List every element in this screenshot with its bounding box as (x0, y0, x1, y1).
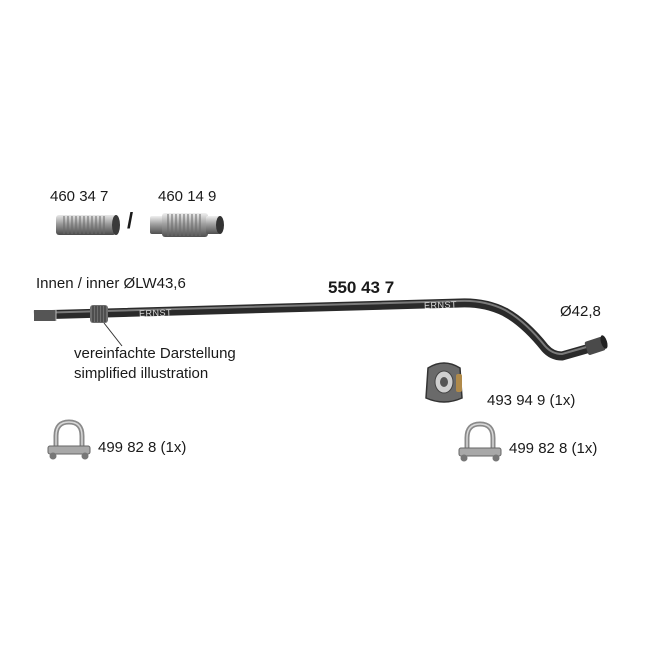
flex-pipe-a-image (56, 215, 120, 235)
brand-mark-right: ERNST (423, 299, 458, 311)
flex-pipe-b-image (150, 213, 224, 237)
left-clamp-part-number: 499 82 8 (1x) (98, 439, 187, 456)
note-english: simplified illustration (74, 365, 209, 382)
outer-diameter-label: Ø42,8 (560, 303, 601, 320)
right-clamp-image (458, 421, 502, 462)
main-pipe-part-number: 550 43 7 (328, 278, 395, 297)
hanger-part-number: 493 94 9 (1x) (487, 392, 576, 409)
rubber-hanger-image (425, 362, 463, 403)
main-pipe-image (33, 298, 608, 361)
left-clamp-image (47, 419, 91, 460)
flex-a-part-number: 460 34 7 (50, 188, 109, 205)
right-clamp-part-number: 499 82 8 (1x) (509, 440, 598, 457)
inner-diameter-label: Innen / inner ØLW43,6 (36, 275, 186, 292)
flex-b-part-number: 460 14 9 (158, 188, 217, 205)
part-separator: / (127, 208, 134, 233)
note-german: vereinfachte Darstellung (74, 345, 236, 362)
brand-mark-left: ERNST (138, 307, 173, 319)
